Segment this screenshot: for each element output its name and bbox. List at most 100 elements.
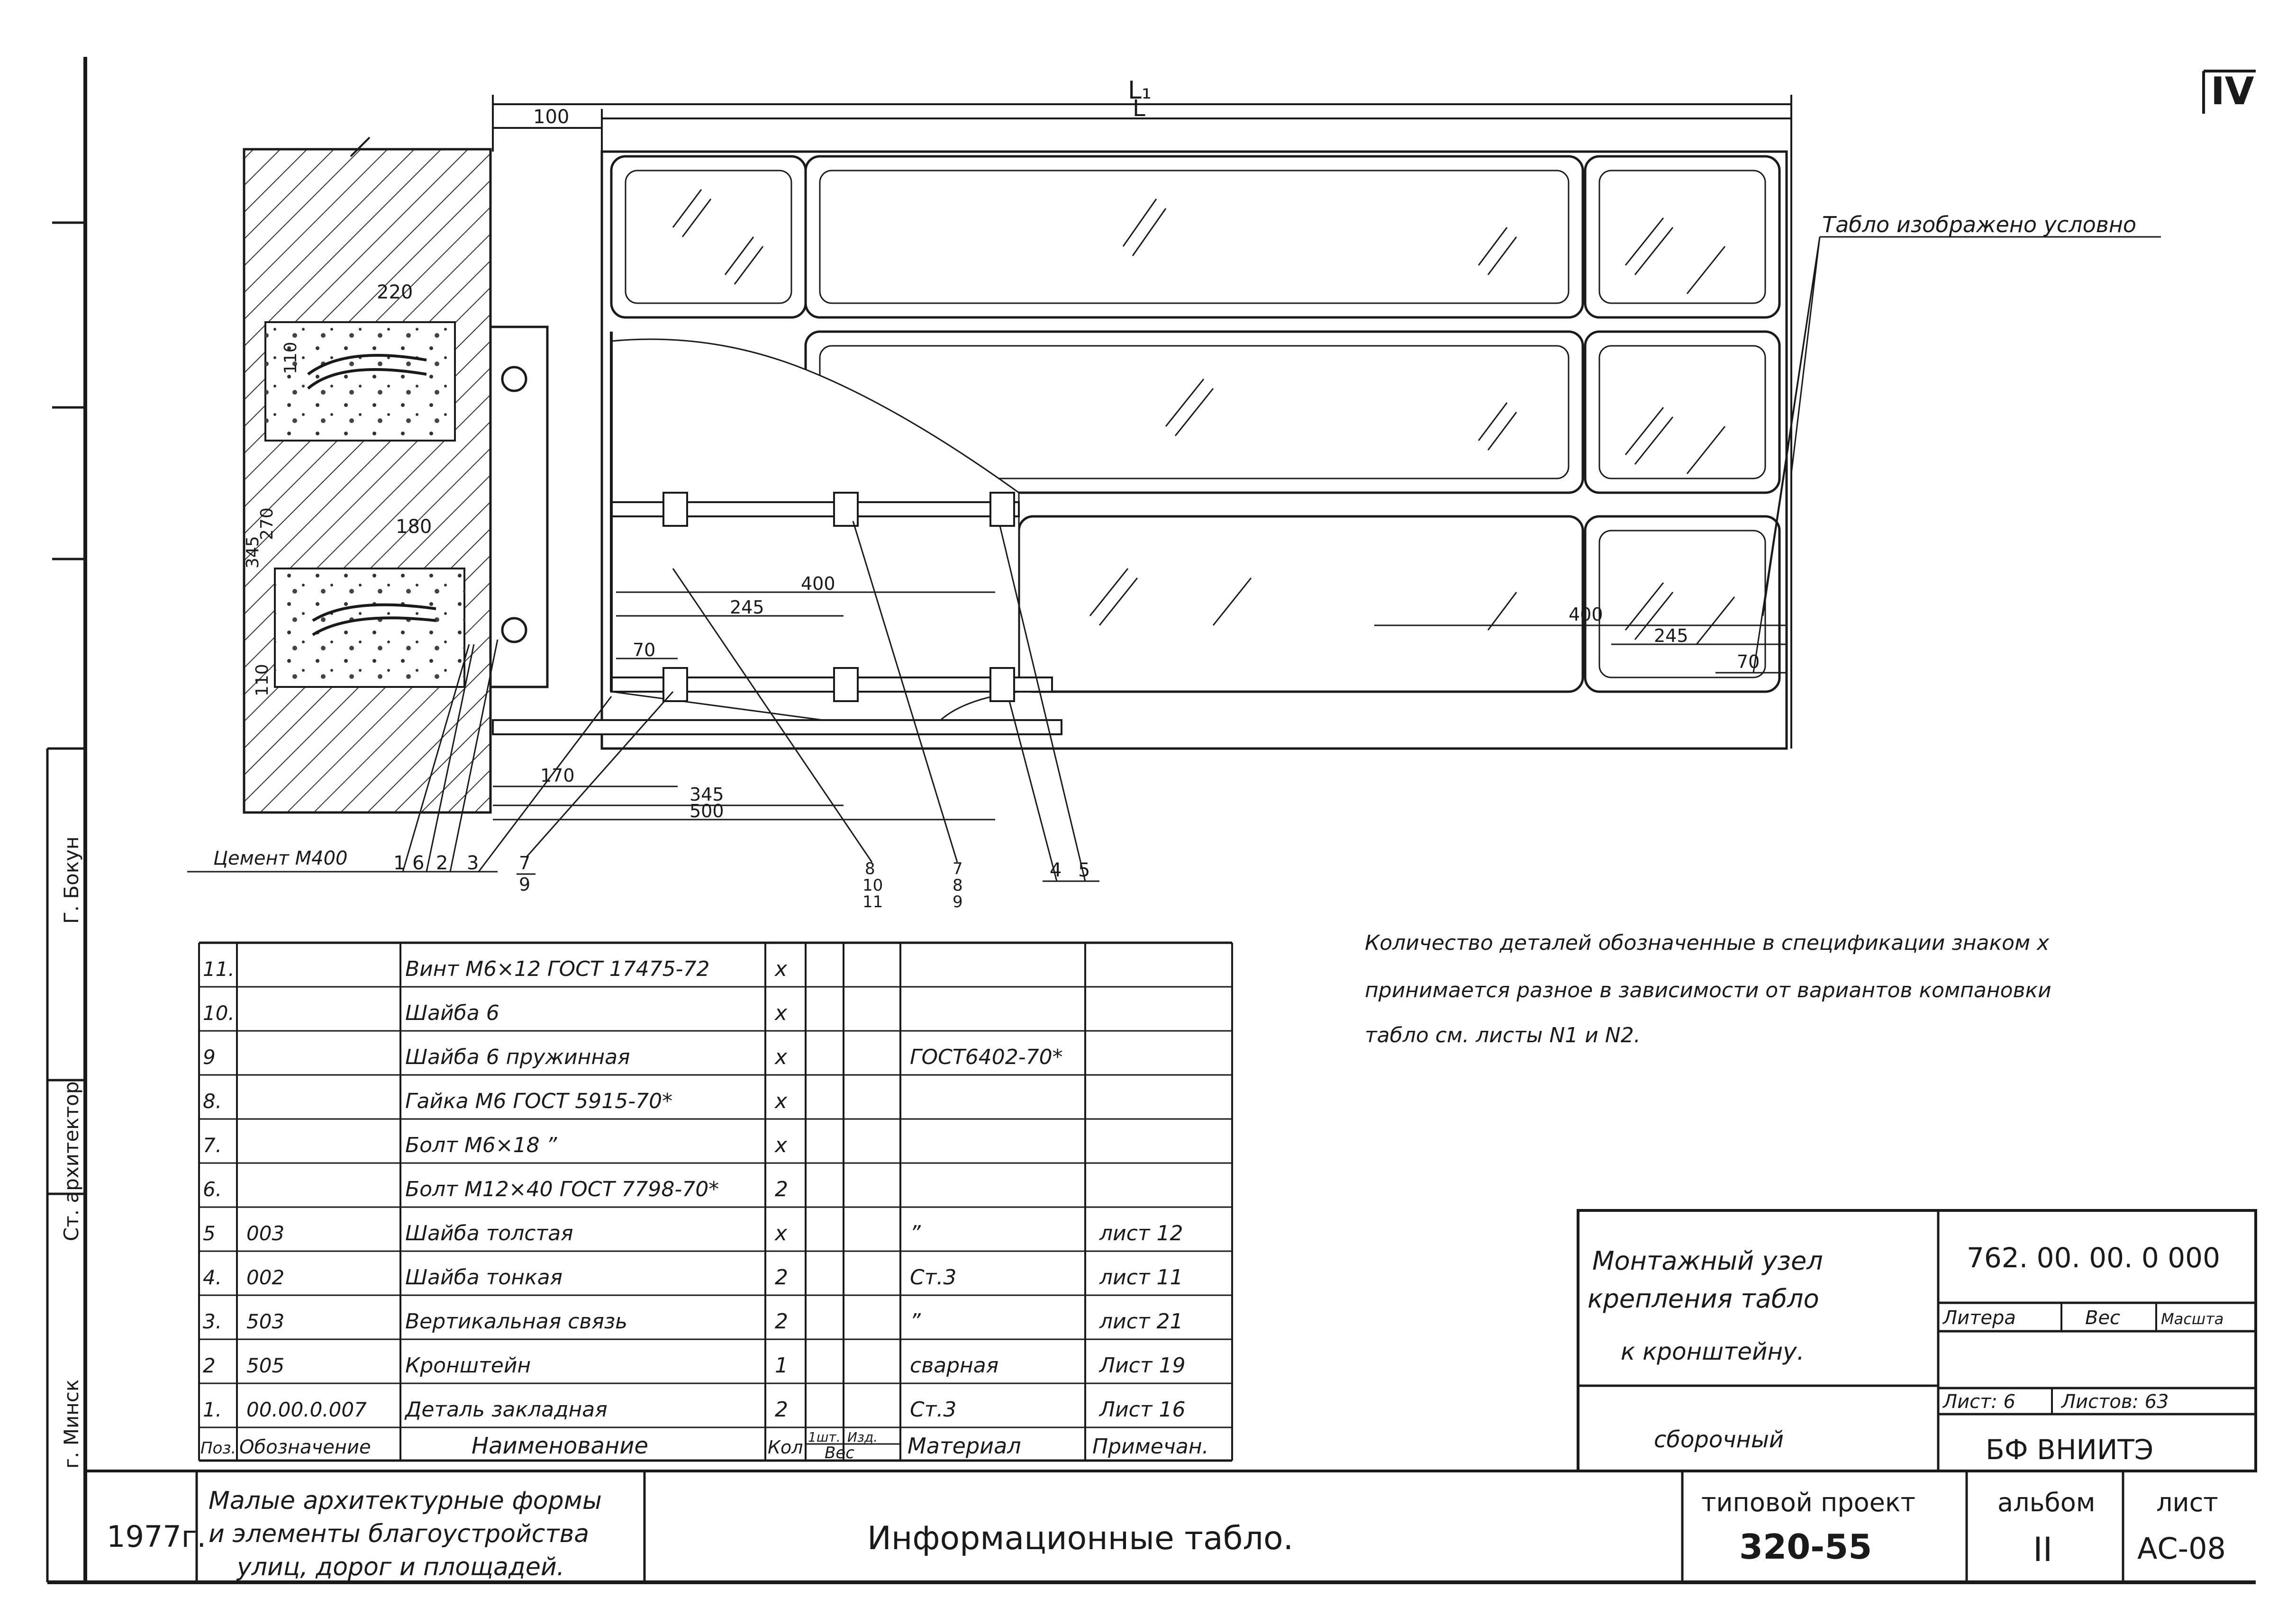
wall-section <box>243 136 549 814</box>
dim-L1: L₁ <box>1128 76 1152 105</box>
spec-remark: лист 11 <box>1099 1265 1183 1290</box>
spec-head-designation: Обозначение <box>239 1436 371 1458</box>
spec-pos: 11. <box>203 957 235 981</box>
spec-designation: 503 <box>246 1310 284 1333</box>
dim-r400: 400 <box>1569 604 1603 625</box>
album-label: альбом <box>1997 1488 2096 1517</box>
spec-qty: x <box>774 957 788 981</box>
stack-8: 8 <box>865 859 875 878</box>
stack-9: 9 <box>953 893 963 911</box>
spec-name: Шайба 6 пружинная <box>405 1045 630 1069</box>
dim-L: L <box>1133 95 1145 122</box>
dim-110b: 110 <box>253 664 272 696</box>
spec-name: Шайба 6 <box>405 1001 499 1025</box>
spec-head-pos: Поз. <box>200 1439 236 1458</box>
dim-400: 400 <box>801 573 835 594</box>
side-role: Ст. архитектор <box>60 1081 83 1241</box>
dim-245: 245 <box>730 597 764 618</box>
spec-name: Болт М6×18 ” <box>405 1133 558 1157</box>
spec-head-weight: Вес <box>825 1444 854 1462</box>
spec-qty: 2 <box>775 1398 788 1422</box>
stack-7: 7 <box>953 859 963 878</box>
callout-tablo-text: Табло изображено условно <box>1822 212 2136 237</box>
spec-qty: x <box>774 1221 788 1245</box>
spec-name: Вертикальная связь <box>405 1309 627 1334</box>
spec-remark: лист 12 <box>1099 1221 1183 1245</box>
spec-pos: 3. <box>203 1310 222 1333</box>
dim-345: 345 <box>690 784 724 805</box>
series-line-1: Малые архитектурные формы <box>209 1487 602 1515</box>
note-block: Количество деталей обозначенные в специф… <box>1365 931 2051 1047</box>
spec-head-qty: Кол <box>768 1437 803 1458</box>
spec-qty: 2 <box>775 1177 788 1201</box>
sheet-frame <box>46 57 2256 1584</box>
dim-500: 500 <box>690 801 724 821</box>
stack-8b: 8 <box>953 876 963 895</box>
stamp-listov: Листов: 63 <box>2060 1391 2169 1413</box>
spec-remark: Лист 16 <box>1098 1398 1185 1422</box>
side-city: г. Минск <box>60 1380 83 1469</box>
frac-7: 7 <box>519 853 530 874</box>
note-line-1: Количество деталей обозначенные в специф… <box>1365 931 2050 955</box>
year: 1977г. <box>107 1519 206 1554</box>
spec-name: Гайка М6 ГОСТ 5915-70* <box>405 1089 672 1113</box>
spec-qty: 1 <box>775 1353 788 1378</box>
sheet-mark: IV <box>2202 69 2256 114</box>
spec-name: Деталь закладная <box>404 1398 608 1422</box>
spec-qty: 2 <box>775 1309 788 1334</box>
dim-270: 270 <box>257 507 277 540</box>
series-line-2: и элементы благоустройства <box>209 1520 589 1548</box>
note-line-3: табло см. листы N1 и N2. <box>1365 1023 1641 1047</box>
spec-designation: 003 <box>246 1222 284 1245</box>
spec-designation: 002 <box>246 1266 284 1289</box>
stack-10: 10 <box>862 876 883 895</box>
album-num: II <box>2033 1530 2052 1569</box>
callout-cement: Цемент М400 <box>213 848 347 869</box>
title-stamp: Монтажный узел крепления табло к кронште… <box>1577 1209 2257 1472</box>
stamp-masshtab: Масшта <box>2161 1310 2223 1328</box>
dim-180: 180 <box>396 516 432 538</box>
spec-material: ГОСТ6402-70* <box>910 1045 1063 1069</box>
spec-name: Болт М12×40 ГОСТ 7798-70* <box>405 1177 719 1201</box>
spec-head-name: Наименование <box>472 1433 648 1459</box>
leader-3: 3 <box>467 852 479 874</box>
stamp-org: БФ ВНИИТЭ <box>1986 1434 2153 1466</box>
spec-qty: x <box>774 1045 788 1069</box>
leader-6: 6 <box>412 852 424 874</box>
stamp-list: Лист: 6 <box>1942 1391 2015 1413</box>
spec-head-material: Материал <box>908 1433 1021 1459</box>
spec-remark: лист 21 <box>1099 1309 1183 1334</box>
spec-pos: 9 <box>203 1046 216 1069</box>
spec-qty: x <box>774 1133 788 1157</box>
spec-pos: 8. <box>203 1090 222 1113</box>
spec-designation: 00.00.0.007 <box>246 1398 367 1421</box>
dim-70: 70 <box>633 640 655 660</box>
spec-material: Ст.3 <box>910 1398 956 1422</box>
doc-title: Информационные табло. <box>867 1520 1293 1557</box>
sheet-mark-text: IV <box>2211 69 2254 113</box>
leader-callouts: Цемент М400 1 6 2 3 7 9 8 10 11 7 8 9 4 … <box>187 521 1099 911</box>
stamp-title-3: к кронштейну. <box>1621 1338 1805 1365</box>
dim-345v: 345 <box>243 536 263 568</box>
bottom-title-block: 1977г. Малые архитектурные формы и элеме… <box>85 1470 2256 1582</box>
spec-material: Ст.3 <box>910 1265 956 1290</box>
series-line-3: улиц, дорог и площадей. <box>236 1553 564 1581</box>
stamp-title-1: Монтажный узел <box>1592 1246 1823 1276</box>
sign-panels <box>492 150 1788 750</box>
spec-material: ” <box>910 1309 921 1334</box>
spec-designation: 505 <box>246 1354 284 1377</box>
stamp-title-2: крепления табло <box>1588 1284 1819 1314</box>
sheet-label: лист <box>2156 1488 2218 1517</box>
dim-100: 100 <box>533 106 569 128</box>
dim-110: 110 <box>281 342 300 374</box>
spec-pos: 7. <box>203 1134 222 1157</box>
spec-pos: 2 <box>203 1354 216 1377</box>
spec-qty: x <box>774 1089 788 1113</box>
spec-head-weight-unit: 1шт. <box>808 1429 841 1445</box>
note-line-2: принимается разное в зависимости от вари… <box>1365 978 2051 1002</box>
spec-qty: x <box>774 1001 788 1025</box>
sheet-num: АС-08 <box>2137 1531 2226 1566</box>
stack-11: 11 <box>862 893 883 911</box>
